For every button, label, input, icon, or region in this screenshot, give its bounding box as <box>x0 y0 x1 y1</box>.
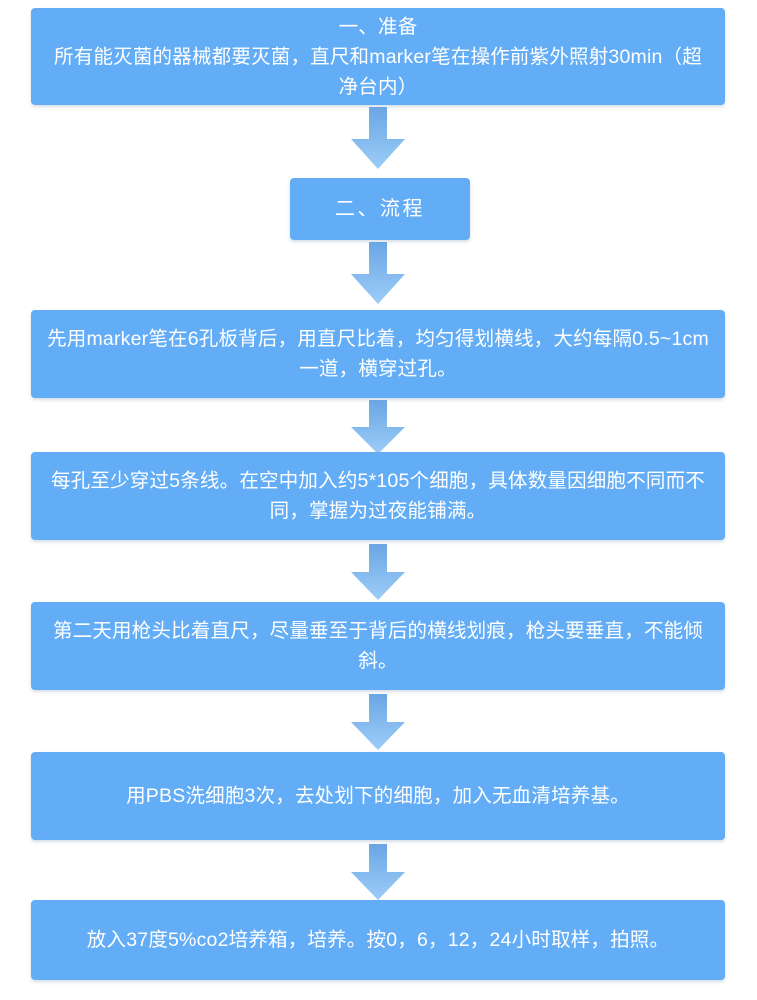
flow-node-process-header-text: 二、流程 <box>335 198 425 220</box>
flow-node-incubate-text: 放入37度5%co2培养箱，培养。按0，6，12，24小时取样，拍照。 <box>86 929 670 951</box>
flow-arrow-down-6 <box>351 844 405 900</box>
flow-node-seed-cells[interactable]: 每孔至少穿过5条线。在空中加入约5*105个细胞，具体数量因细胞不同而不同，掌握… <box>31 452 725 540</box>
flow-node-preparation[interactable]: 一、准备 所有能灭菌的器械都要灭菌，直尺和marker笔在操作前紫外照射30mi… <box>31 8 725 105</box>
flow-arrow-down-3 <box>351 400 405 454</box>
flow-node-incubate[interactable]: 放入37度5%co2培养箱，培养。按0，6，12，24小时取样，拍照。 <box>31 900 725 980</box>
flow-node-scratch-text: 第二天用枪头比着直尺，尽量垂至于背后的横线划痕，枪头要垂直，不能倾斜。 <box>52 620 704 672</box>
flow-arrow-down-2 <box>351 242 405 304</box>
flow-node-preparation-text: 一、准备 所有能灭菌的器械都要灭菌，直尺和marker笔在操作前紫外照射30mi… <box>54 15 702 98</box>
flow-node-draw-lines-text: 先用marker笔在6孔板背后，用直尺比着，均匀得划横线，大约每隔0.5~1cm… <box>47 328 709 380</box>
flow-node-wash-pbs-text: 用PBS洗细胞3次，去处划下的细胞，加入无血清培养基。 <box>126 785 630 807</box>
flow-arrow-down-5 <box>351 694 405 750</box>
flow-node-wash-pbs[interactable]: 用PBS洗细胞3次，去处划下的细胞，加入无血清培养基。 <box>31 752 725 840</box>
flow-arrow-down-4 <box>351 544 405 600</box>
flow-arrow-down-1 <box>351 107 405 169</box>
flow-node-seed-cells-text: 每孔至少穿过5条线。在空中加入约5*105个细胞，具体数量因细胞不同而不同，掌握… <box>50 470 705 522</box>
flow-node-scratch[interactable]: 第二天用枪头比着直尺，尽量垂至于背后的横线划痕，枪头要垂直，不能倾斜。 <box>31 602 725 690</box>
flow-node-draw-lines[interactable]: 先用marker笔在6孔板背后，用直尺比着，均匀得划横线，大约每隔0.5~1cm… <box>31 310 725 398</box>
flow-node-process-header[interactable]: 二、流程 <box>290 178 470 240</box>
